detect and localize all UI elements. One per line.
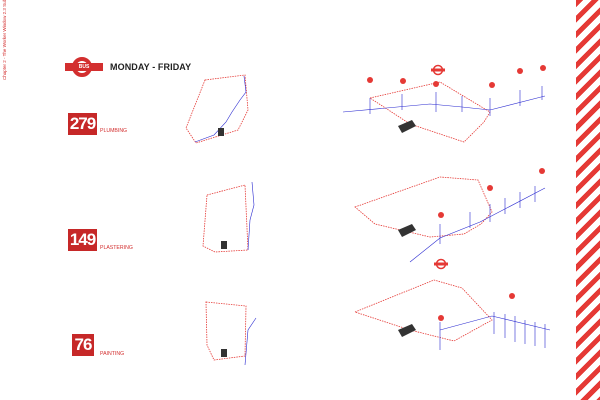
plumbing-large-route	[342, 95, 546, 113]
stop-marker	[438, 212, 444, 218]
plastering-count: 149	[68, 229, 97, 251]
hazard-stripe-border	[576, 0, 600, 400]
plastering-small-route	[247, 181, 255, 251]
plastering-large-area	[354, 176, 493, 238]
painting-small-route	[244, 317, 257, 366]
stop-marker	[487, 185, 493, 191]
painting-count: 76	[72, 334, 94, 356]
plumbing-large-depot-icon	[398, 120, 416, 133]
bus-roundel-icon: BUS	[64, 56, 104, 78]
stop-marker	[540, 65, 546, 71]
plastering-large-route-ticks	[439, 186, 536, 244]
painting-small-depot-icon	[221, 349, 227, 357]
stop-marker	[489, 82, 495, 88]
stop-marker	[367, 77, 373, 83]
plumbing-small-depot-icon	[218, 128, 224, 136]
stop-marker	[539, 168, 545, 174]
plumbing-count: 279	[68, 113, 97, 135]
plastering-small-area	[202, 184, 249, 253]
painting-large-area	[353, 279, 493, 342]
plumbing-label: PLUMBING	[100, 128, 128, 134]
stop-marker	[509, 293, 515, 299]
plumbing-large-route-ticks	[369, 86, 543, 116]
schedule-title: MONDAY - FRIDAY	[110, 62, 192, 72]
station-roundel-bar	[434, 262, 448, 266]
painting-large-route	[439, 315, 551, 331]
stop-marker	[517, 68, 523, 74]
painting-large-depot-icon	[398, 324, 416, 337]
plumbing-small-route	[194, 75, 247, 143]
painting-large-route-ticks	[439, 312, 546, 350]
painting-small-area	[205, 301, 247, 361]
stop-marker	[433, 81, 439, 87]
stop-marker	[438, 315, 444, 321]
plastering-large-route	[409, 187, 546, 263]
plastering-small-depot-icon	[221, 241, 227, 249]
painting-label: PAINTING	[100, 351, 125, 357]
plumbing-small-area	[185, 74, 249, 144]
roundel-bar: BUS	[65, 63, 103, 71]
station-roundel-bar	[431, 68, 445, 72]
stop-marker	[400, 78, 406, 84]
plastering-large-depot-icon	[398, 224, 416, 237]
plumbing-large-area	[368, 81, 491, 143]
schedule-header: BUS MONDAY - FRIDAY	[64, 56, 191, 78]
plastering-label: PLASTERING	[100, 245, 133, 251]
